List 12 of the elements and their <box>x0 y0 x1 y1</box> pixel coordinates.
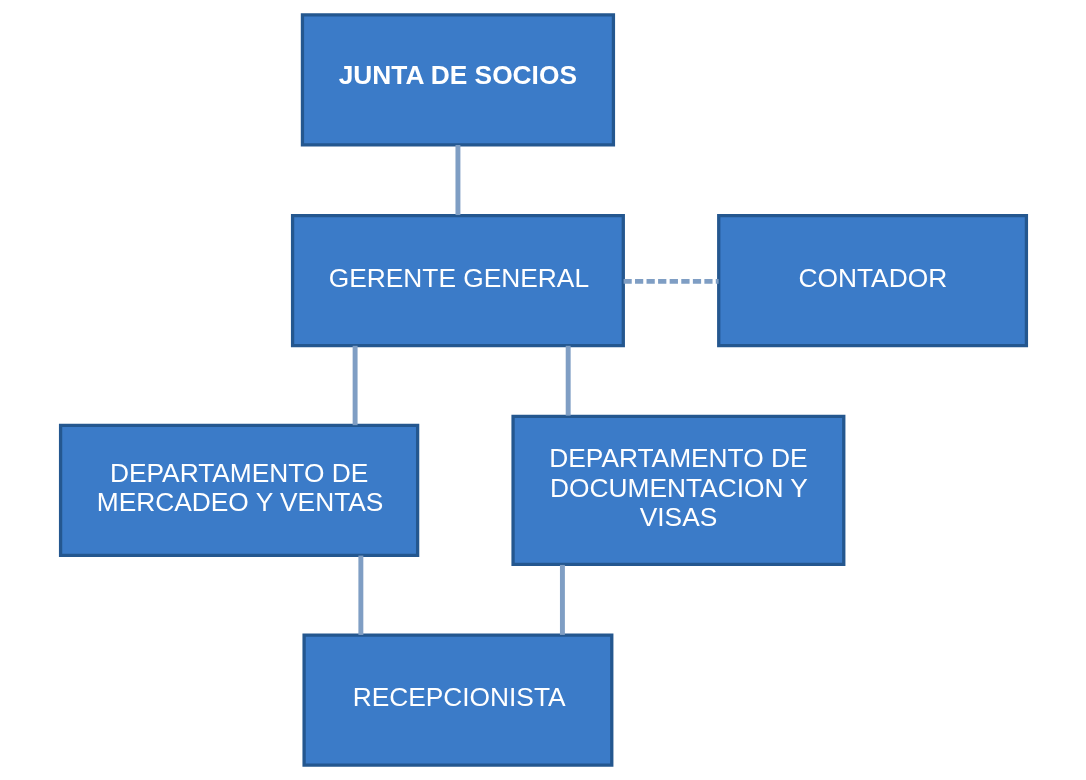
connector <box>357 555 363 635</box>
node-box: DEPARTAMENTO DE MERCADEO Y VENTAS <box>58 423 419 557</box>
node-box: RECEPCIONISTA <box>301 633 613 767</box>
node-box: CONTADOR <box>716 213 1028 348</box>
node-box: DEPARTAMENTO DE DOCUMENTACION Y VISAS <box>510 414 845 567</box>
node-box: GERENTE GENERAL <box>290 213 625 348</box>
connector <box>565 345 571 416</box>
connector <box>352 345 358 426</box>
connector <box>623 278 719 284</box>
connector <box>454 145 460 216</box>
connector <box>559 564 565 635</box>
node-box: JUNTA DE SOCIOS <box>300 13 615 147</box>
